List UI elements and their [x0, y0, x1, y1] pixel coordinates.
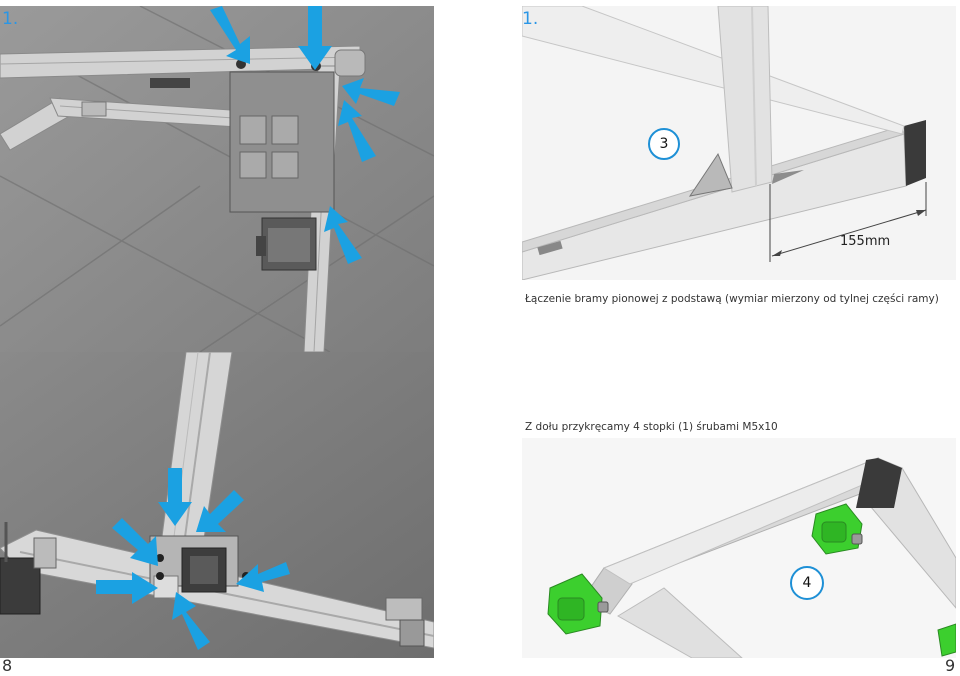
callout-4: 4	[790, 566, 824, 600]
caption-top: Łączenie bramy pionowej z podstawą (wymi…	[525, 293, 939, 305]
page-number-right: 9	[945, 656, 956, 675]
callout-3-number: 3	[659, 136, 669, 152]
callout-4-number: 4	[802, 575, 812, 591]
render-feet: 4	[522, 438, 956, 658]
frame-bottom-photo	[0, 352, 434, 658]
step-label-photo-top: 1.	[2, 9, 19, 29]
feet-render	[522, 438, 956, 658]
dimension-label: 155mm	[840, 234, 891, 249]
step-label-render-top: 1.	[522, 9, 539, 29]
photo-frame-corner: 1.	[0, 6, 434, 352]
photo-frame-bottom	[0, 352, 434, 658]
callout-3: 3	[648, 128, 680, 160]
render-gantry-base: 1. 3 155mm	[522, 6, 956, 280]
caption-bottom: Z dołu przykręcamy 4 stopki (1) śrubami …	[525, 421, 778, 433]
frame-corner-photo	[0, 6, 434, 352]
page-number-left: 8	[2, 656, 13, 675]
gantry-base-render	[522, 6, 956, 280]
